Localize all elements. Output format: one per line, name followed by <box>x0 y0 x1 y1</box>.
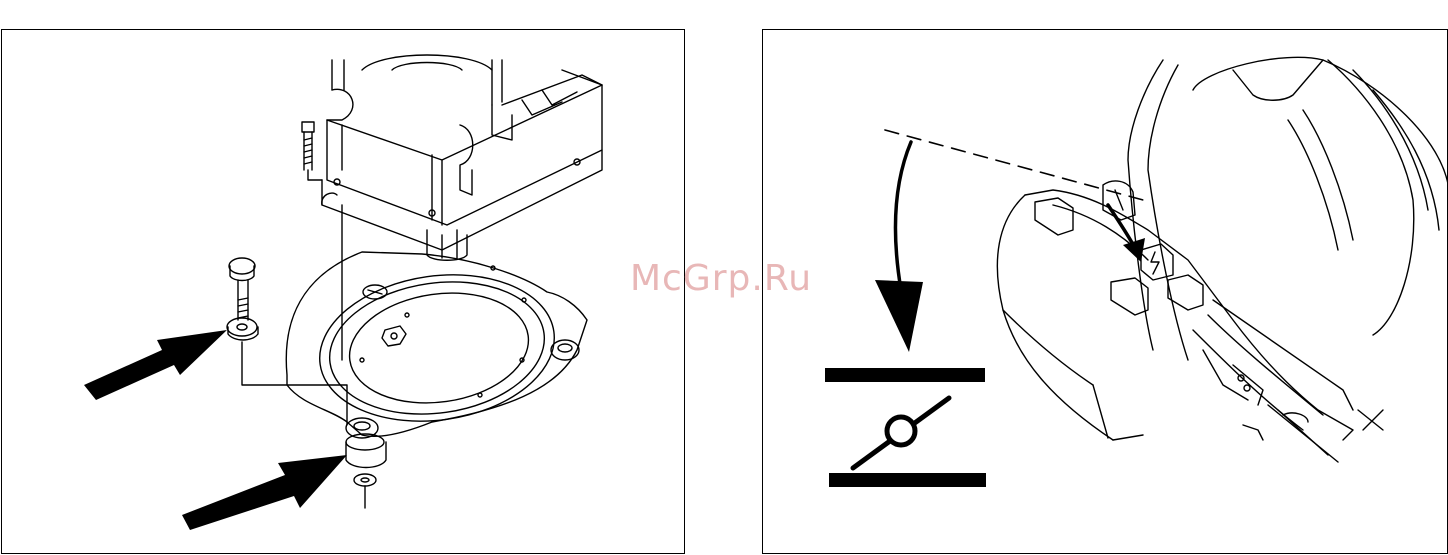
flange-plate <box>286 205 587 438</box>
figure-left-panel <box>1 29 685 554</box>
mounting-illustration <box>2 30 686 555</box>
two-position-switch-symbol <box>825 368 986 487</box>
motor-housing <box>322 55 602 260</box>
arrow-upper-left <box>84 330 227 400</box>
bushing-bottom <box>346 434 386 508</box>
cover-illustration <box>763 30 1448 555</box>
figure-right-panel <box>762 29 1448 554</box>
press-arrow <box>1108 205 1145 262</box>
bolt-top <box>302 122 322 180</box>
rotation-arrow <box>875 142 923 352</box>
watermark-text: McGrp.Ru <box>630 258 812 299</box>
cover-body <box>997 57 1448 462</box>
reference-line <box>885 130 1143 200</box>
arrow-lower-left <box>182 455 347 530</box>
